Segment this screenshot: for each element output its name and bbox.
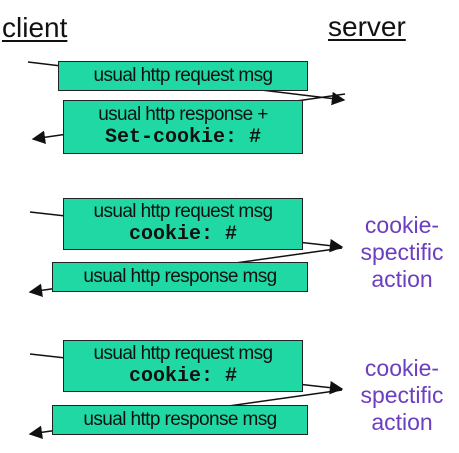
set-cookie-header-text: Set-cookie: # [104, 126, 262, 149]
message-text: usual http request msg [93, 65, 273, 86]
response-box-set-cookie: usual http response + Set-cookie: # [63, 100, 303, 154]
cookie-action-note-1: cookie- spectific action [348, 212, 456, 293]
note-line: spectific [360, 239, 444, 265]
message-text: usual http request msg [93, 343, 273, 364]
response-box-2: usual http response msg [52, 262, 308, 292]
note-line: cookie- [364, 355, 440, 381]
cookie-header-text: cookie: # [128, 365, 238, 388]
note-line: cookie- [364, 212, 440, 238]
message-text: usual http request msg [93, 201, 273, 222]
request-box-1: usual http request msg [58, 61, 308, 91]
client-header: client [2, 12, 68, 43]
request-box-3: usual http request msg cookie: # [63, 340, 303, 392]
request-box-2: usual http request msg cookie: # [63, 198, 303, 250]
message-text: usual http response msg [83, 409, 277, 430]
response-box-3: usual http response msg [52, 405, 308, 435]
server-header: server [328, 11, 406, 42]
message-text: usual http response + [98, 104, 268, 125]
note-line: action [371, 266, 433, 292]
note-line: action [371, 409, 433, 435]
cookie-action-note-2: cookie- spectific action [348, 355, 456, 436]
message-text: usual http response msg [83, 266, 277, 287]
cookie-header-text: cookie: # [128, 223, 238, 246]
note-line: spectific [360, 382, 444, 408]
